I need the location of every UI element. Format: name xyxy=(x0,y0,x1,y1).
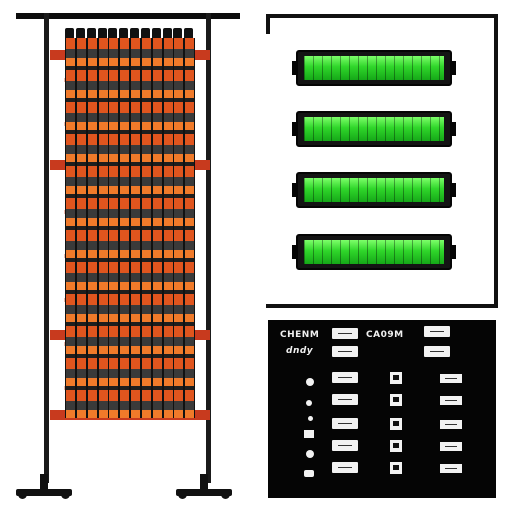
battery-bar-1 xyxy=(292,50,456,86)
battery-panel-border-bottom xyxy=(266,304,498,308)
battery-panel-border-right xyxy=(494,14,498,308)
battery-tube xyxy=(76,38,87,418)
battery-tube xyxy=(119,38,130,418)
battery-panel-border-left xyxy=(266,14,270,34)
tube-cap xyxy=(76,28,85,38)
tube-cap xyxy=(130,28,139,38)
rack-tube-array xyxy=(64,28,195,420)
tube-cap xyxy=(119,28,128,38)
battery-fill-3 xyxy=(304,178,444,202)
rack-post-right xyxy=(206,13,211,483)
rack-foot-left xyxy=(16,474,72,499)
battery-tube xyxy=(130,38,141,418)
tube-cap xyxy=(141,28,150,38)
battery-tube xyxy=(173,38,184,418)
battery-bar-3 xyxy=(292,172,456,208)
control-switch[interactable] xyxy=(390,462,402,474)
rack-post-left xyxy=(44,13,49,483)
battery-tube xyxy=(65,38,76,418)
battery-tube xyxy=(87,38,98,418)
control-button[interactable] xyxy=(332,372,358,383)
control-button[interactable] xyxy=(332,462,358,473)
indicator-light xyxy=(306,400,312,406)
control-switch[interactable] xyxy=(390,440,402,452)
control-button[interactable] xyxy=(440,442,462,451)
battery-panel-border-top xyxy=(266,14,498,18)
rack-top-beam xyxy=(16,13,240,19)
control-button[interactable] xyxy=(332,394,358,405)
control-button[interactable] xyxy=(332,418,358,429)
control-button[interactable] xyxy=(424,346,450,357)
battery-tube xyxy=(184,38,195,418)
control-panel: CHENM CA09M dndy xyxy=(268,320,496,498)
tube-cap xyxy=(173,28,182,38)
tube-cap xyxy=(65,28,74,38)
tube-cap xyxy=(87,28,96,38)
control-switch[interactable] xyxy=(390,418,402,430)
tube-cap xyxy=(152,28,161,38)
battery-panel xyxy=(266,14,498,308)
battery-tube xyxy=(108,38,119,418)
battery-fill-2 xyxy=(304,117,444,141)
control-button[interactable] xyxy=(332,346,358,357)
toggle-switch[interactable] xyxy=(304,430,314,438)
control-label-1: CHENM xyxy=(280,330,320,340)
control-label-3: dndy xyxy=(286,346,314,356)
indicator-light xyxy=(306,378,314,386)
control-button[interactable] xyxy=(440,374,462,383)
tube-cap xyxy=(184,28,193,38)
rack-foot-right xyxy=(176,474,232,499)
control-label-2: CA09M xyxy=(366,330,404,340)
tube-cap xyxy=(108,28,117,38)
control-switch[interactable] xyxy=(390,394,402,406)
battery-tube xyxy=(152,38,163,418)
battery-fill-4 xyxy=(304,240,444,264)
indicator-light xyxy=(306,450,314,458)
battery-bar-4 xyxy=(292,234,456,270)
equipment-rack xyxy=(0,0,250,512)
control-switch[interactable] xyxy=(390,372,402,384)
control-button[interactable] xyxy=(424,326,450,337)
battery-fill-1 xyxy=(304,56,444,80)
battery-tube xyxy=(141,38,152,418)
control-button[interactable] xyxy=(440,396,462,405)
indicator-light xyxy=(308,416,313,421)
tube-cap xyxy=(163,28,172,38)
control-button[interactable] xyxy=(332,440,358,451)
battery-bar-2 xyxy=(292,111,456,147)
control-button[interactable] xyxy=(332,328,358,339)
tube-cap xyxy=(98,28,107,38)
control-button[interactable] xyxy=(440,464,462,473)
control-button[interactable] xyxy=(440,420,462,429)
indicator-light xyxy=(304,470,314,477)
